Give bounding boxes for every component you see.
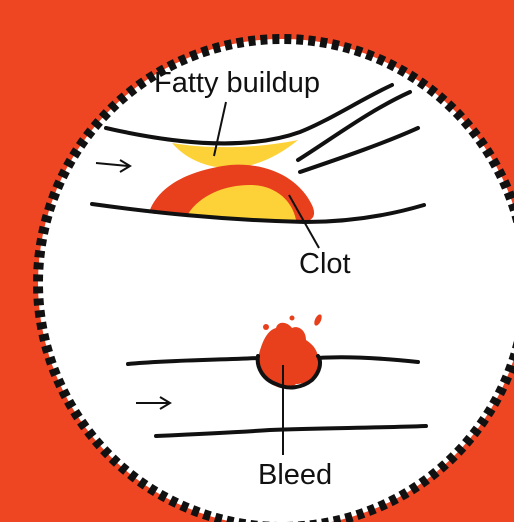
- bleed-label: Bleed: [258, 461, 332, 490]
- magnifier-circle: [38, 39, 514, 522]
- fatty-buildup-label: Fatty buildup: [154, 69, 320, 98]
- blood-droplet: [290, 316, 295, 321]
- blood-droplet: [263, 324, 269, 330]
- clot-label: Clot: [299, 250, 351, 279]
